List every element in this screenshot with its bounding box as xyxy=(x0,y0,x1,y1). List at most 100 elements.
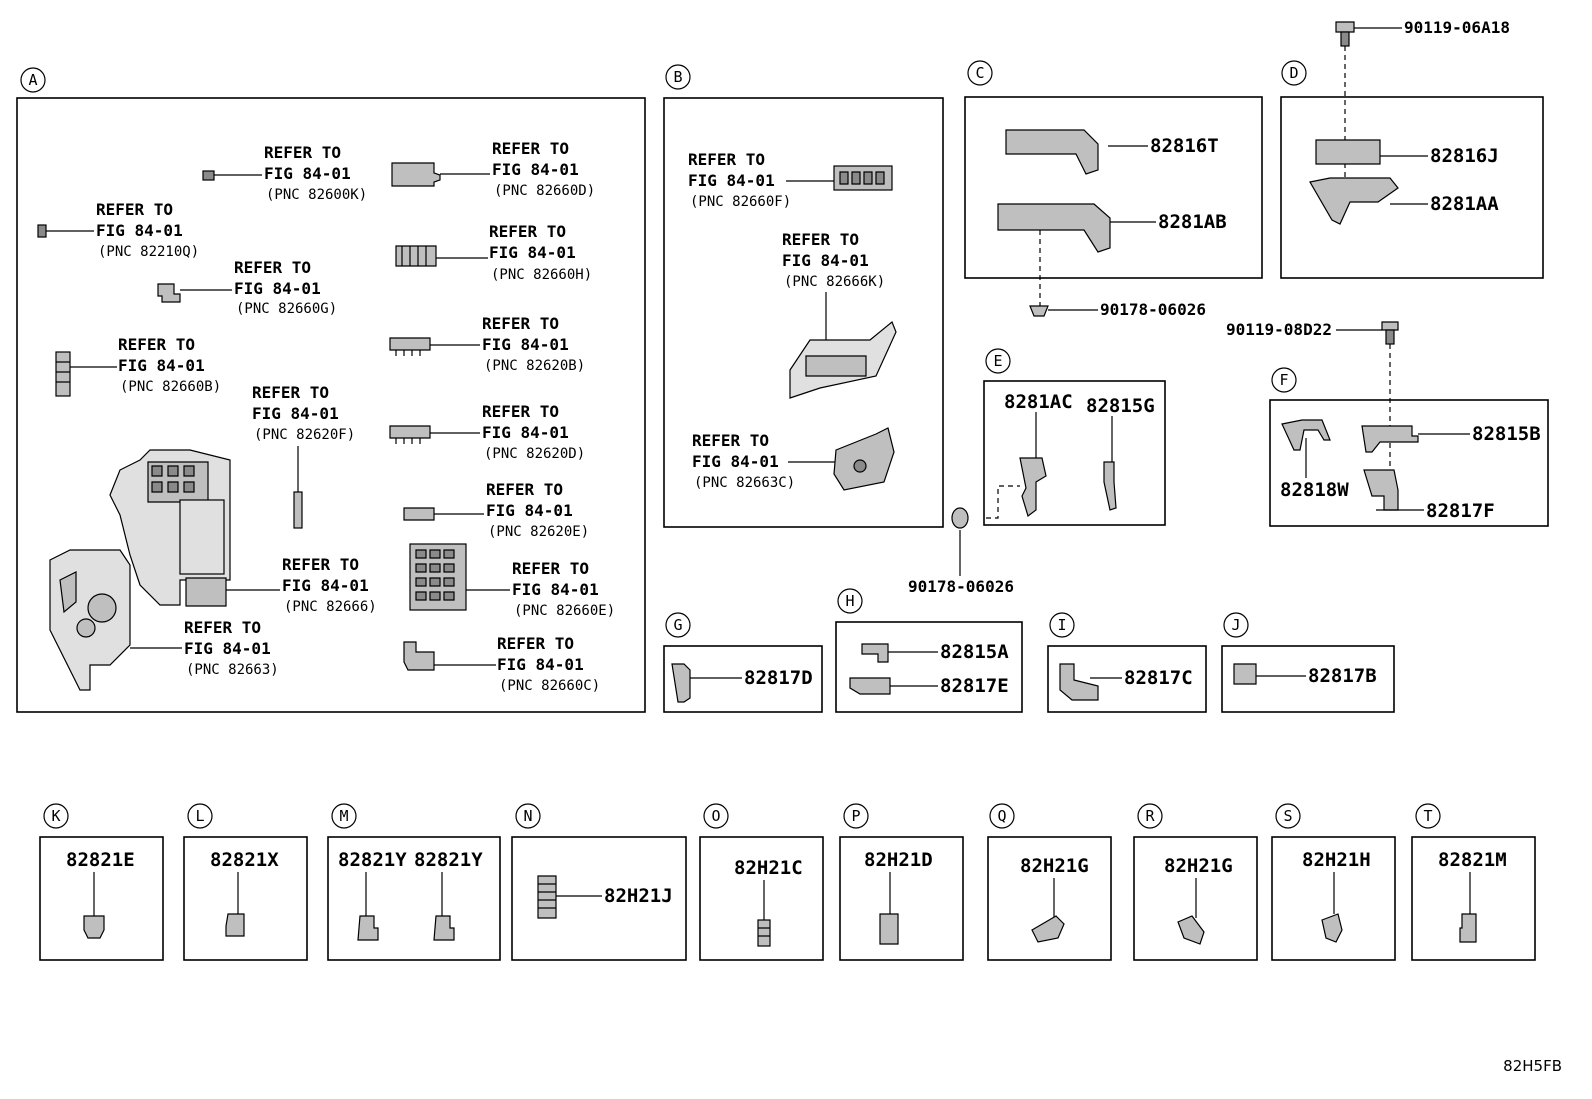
part-82815g[interactable]: 82815G xyxy=(1086,395,1155,511)
section-b: B REFER TO FIG 84-01 (PNC 82660F) REFER … xyxy=(663,64,944,528)
section-i: I 82817C xyxy=(1047,612,1207,713)
part-82817e[interactable]: 82817E xyxy=(849,675,1009,697)
svg-text:R: R xyxy=(1145,807,1155,825)
svg-text:82H21G: 82H21G xyxy=(1164,855,1233,877)
part-82h21g-q[interactable]: 82H21G xyxy=(1020,855,1089,943)
ref-82620b[interactable]: REFER TO FIG 84-01 (PNC 82620B) xyxy=(389,314,585,374)
part-82817d[interactable]: 82817D xyxy=(671,663,813,703)
svg-text:O: O xyxy=(711,807,720,825)
svg-text:T: T xyxy=(1423,807,1432,825)
ref-82660c[interactable]: REFER TO FIG 84-01 (PNC 82660C) xyxy=(403,634,600,694)
section-s: S 82H21H xyxy=(1271,803,1396,961)
svg-text:FIG 84-01: FIG 84-01 xyxy=(688,171,775,190)
svg-text:(PNC 82660E): (PNC 82660E) xyxy=(514,603,615,619)
svg-text:(PNC 82600K): (PNC 82600K) xyxy=(266,187,367,203)
section-a-box xyxy=(16,97,646,713)
part-82821m[interactable]: 82821M xyxy=(1438,849,1507,943)
section-letter-g: G xyxy=(673,616,682,634)
ref-82666k[interactable]: REFER TO FIG 84-01 (PNC 82666K) xyxy=(782,230,897,399)
svg-text:REFER TO: REFER TO xyxy=(512,559,589,578)
section-l: L 82821X xyxy=(183,803,308,961)
ref-82660h[interactable]: REFER TO FIG 84-01 (PNC 82660H) xyxy=(395,222,592,283)
section-letter-j: J xyxy=(1231,616,1240,634)
ref-82666[interactable]: REFER TO FIG 84-01 (PNC 82666) xyxy=(109,449,377,615)
svg-text:82821M: 82821M xyxy=(1438,849,1507,871)
ref-82660f[interactable]: REFER TO FIG 84-01 (PNC 82660F) xyxy=(688,150,893,210)
section-b-box xyxy=(663,97,944,528)
svg-text:82H21G: 82H21G xyxy=(1020,855,1089,877)
part-82817b[interactable]: 82817B xyxy=(1233,663,1377,687)
svg-text:90119-06A18: 90119-06A18 xyxy=(1404,18,1510,37)
part-82h21d[interactable]: 82H21D xyxy=(864,849,933,945)
svg-text:(PNC 82660F): (PNC 82660F) xyxy=(690,194,791,210)
svg-text:82817D: 82817D xyxy=(744,667,813,689)
bolt-90119-06a18[interactable]: 90119-06A18 xyxy=(1335,18,1510,200)
part-82815b[interactable]: 82815B xyxy=(1361,423,1541,453)
svg-text:REFER TO: REFER TO xyxy=(497,634,574,653)
svg-text:FIG 84-01: FIG 84-01 xyxy=(252,404,339,423)
svg-text:90178-06026: 90178-06026 xyxy=(908,577,1014,596)
part-82821y-2[interactable]: 82821Y xyxy=(414,849,483,941)
section-m: M 82821Y 82821Y xyxy=(327,803,501,961)
section-letter-b: B xyxy=(673,68,682,86)
ref-82210q[interactable]: REFER TO FIG 84-01 (PNC 82210Q) xyxy=(37,200,199,260)
part-82817c[interactable]: 82817C xyxy=(1059,663,1193,701)
part-82821y-1[interactable]: 82821Y xyxy=(338,849,407,941)
part-82h21j[interactable]: 82H21J xyxy=(537,875,673,919)
ref-82620f[interactable]: REFER TO FIG 84-01 (PNC 82620F) xyxy=(252,383,355,529)
part-8281ab[interactable]: 8281AB xyxy=(997,203,1227,306)
ref-82660d[interactable]: REFER TO FIG 84-01 (PNC 82660D) xyxy=(391,139,595,199)
svg-text:82815A: 82815A xyxy=(940,641,1009,663)
bolt-90178-06026-e[interactable]: 90178-06026 xyxy=(908,507,1014,596)
svg-text:82H21H: 82H21H xyxy=(1302,849,1371,871)
section-h: H 82815A 82817E xyxy=(835,588,1023,713)
part-8281ac[interactable]: 8281AC xyxy=(986,391,1073,519)
svg-text:8281AB: 8281AB xyxy=(1158,211,1227,233)
section-g: G 82817D xyxy=(663,612,823,713)
bolt-90178-06026-c[interactable]: 90178-06026 xyxy=(1029,300,1206,319)
part-82h21c[interactable]: 82H21C xyxy=(734,857,803,947)
ref-82600k[interactable]: REFER TO FIG 84-01 (PNC 82600K) xyxy=(202,143,367,203)
svg-text:82H21D: 82H21D xyxy=(864,849,933,871)
part-82h21h[interactable]: 82H21H xyxy=(1302,849,1371,943)
svg-text:FIG 84-01: FIG 84-01 xyxy=(512,580,599,599)
ref-82660b[interactable]: REFER TO FIG 84-01 (PNC 82660B) xyxy=(55,335,221,397)
svg-text:Q: Q xyxy=(997,807,1006,825)
svg-text:REFER TO: REFER TO xyxy=(782,230,859,249)
section-d: D 90119-06A18 82816J 8281AA xyxy=(1280,18,1544,279)
part-82821e[interactable]: 82821E xyxy=(66,849,135,939)
ref-82660e[interactable]: REFER TO FIG 84-01 (PNC 82660E) xyxy=(409,543,615,619)
ref-82663c[interactable]: REFER TO FIG 84-01 (PNC 82663C) xyxy=(692,427,895,491)
svg-text:FIG 84-01: FIG 84-01 xyxy=(492,160,579,179)
svg-text:FIG 84-01: FIG 84-01 xyxy=(264,164,351,183)
section-letter-e: E xyxy=(993,352,1002,370)
svg-text:REFER TO: REFER TO xyxy=(252,383,329,402)
part-82821x[interactable]: 82821X xyxy=(210,849,279,937)
svg-text:REFER TO: REFER TO xyxy=(184,618,261,637)
part-82816j[interactable]: 82816J xyxy=(1315,139,1499,167)
section-d-box xyxy=(1280,96,1544,279)
ref-82620d[interactable]: REFER TO FIG 84-01 (PNC 82620D) xyxy=(389,402,585,462)
part-82817f[interactable]: 82817F xyxy=(1363,469,1495,522)
ref-82663[interactable]: REFER TO FIG 84-01 (PNC 82663) xyxy=(49,549,279,691)
part-82818w[interactable]: 82818W xyxy=(1280,419,1349,501)
svg-text:FIG 84-01: FIG 84-01 xyxy=(184,639,271,658)
svg-text:(PNC 82660G): (PNC 82660G) xyxy=(236,301,337,317)
svg-text:90119-08D22: 90119-08D22 xyxy=(1226,320,1332,339)
part-82h21g-r[interactable]: 82H21G xyxy=(1164,855,1233,945)
section-letter-i: I xyxy=(1057,616,1066,634)
ref-82620e[interactable]: REFER TO FIG 84-01 (PNC 82620E) xyxy=(403,480,589,540)
svg-text:82821Y: 82821Y xyxy=(414,849,483,871)
bolt-90119-08d22[interactable]: 90119-08D22 xyxy=(1226,320,1399,470)
part-82816t[interactable]: 82816T xyxy=(1005,129,1219,175)
part-82815a[interactable]: 82815A xyxy=(861,641,1009,663)
svg-text:REFER TO: REFER TO xyxy=(482,402,559,421)
section-a: A REFER TO FIG 84-01 (PNC 82600K) REFER … xyxy=(16,67,646,713)
svg-text:(PNC 82660D): (PNC 82660D) xyxy=(494,183,595,199)
part-8281aa[interactable]: 8281AA xyxy=(1309,177,1499,225)
svg-text:82821X: 82821X xyxy=(210,849,279,871)
svg-text:90178-06026: 90178-06026 xyxy=(1100,300,1206,319)
ref-82660g[interactable]: REFER TO FIG 84-01 (PNC 82660G) xyxy=(157,258,337,317)
svg-text:(PNC 82660C): (PNC 82660C) xyxy=(499,678,600,694)
